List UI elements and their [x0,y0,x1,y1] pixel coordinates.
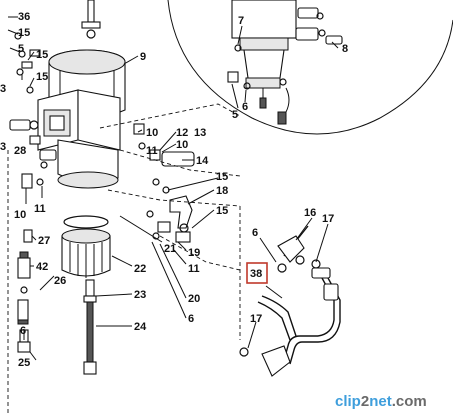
watermark-part-com: .com [392,393,427,410]
detail-view [167,0,453,135]
callout-3: 3 [0,141,6,153]
callout-3: 3 [0,83,6,95]
guide-lines [7,103,241,414]
callout-6: 6 [242,101,248,113]
callout-17: 17 [250,313,262,325]
callout-15: 15 [216,205,228,217]
callout-16: 16 [304,207,316,219]
highlight-box [246,262,268,284]
callout-38: 38 [250,268,262,280]
watermark-part-net: net [369,393,392,410]
callout-10: 10 [14,209,26,221]
callout-11: 11 [188,263,200,275]
callout-10: 10 [176,139,188,151]
callout-8: 8 [342,43,348,55]
watermark-part-clip: clip [335,393,361,410]
callout-42: 42 [36,261,48,273]
fuel-line-assembly [239,225,341,377]
callout-6: 6 [188,313,194,325]
callout-15: 15 [18,27,30,39]
leader-lines [7,16,339,361]
callout-19: 19 [188,247,200,259]
callout-10: 10 [146,127,158,139]
callout-labels: 36 15 5 15 15 9 7 8 6 5 3 3 28 10 11 12 … [0,11,348,369]
callout-6: 6 [20,325,26,337]
watermark: clip2net.com [335,393,427,410]
callout-5: 5 [232,109,238,121]
callout-23: 23 [134,289,146,301]
callout-13: 13 [194,127,206,139]
highlighted-callout: 38 [246,262,268,284]
callout-28: 28 [14,145,26,157]
callout-7: 7 [238,15,244,27]
callout-24: 24 [134,321,147,333]
callout-21: 21 [164,243,176,255]
callout-14: 14 [196,155,209,167]
callout-6: 6 [252,227,258,239]
callout-15: 15 [36,71,48,83]
callout-26: 26 [54,275,66,287]
filter-housing [9,0,126,189]
callout-15: 15 [216,171,228,183]
callout-36: 36 [18,11,30,23]
callout-18: 18 [216,185,228,197]
right-fittings [133,123,195,243]
callout-11: 11 [146,145,158,157]
callout-9: 9 [140,51,146,63]
callout-22: 22 [134,263,146,275]
callout-20: 20 [188,293,200,305]
callout-17: 17 [322,213,334,225]
callout-11: 11 [34,203,46,215]
callout-27: 27 [38,235,50,247]
callout-15: 15 [36,49,48,61]
svg-text:clip2net.com: clip2net.com [335,393,427,410]
bottom-parts [17,173,111,375]
watermark-part-2: 2 [361,393,369,410]
callout-25: 25 [18,357,30,369]
callout-5: 5 [18,43,24,55]
callout-12: 12 [176,127,188,139]
